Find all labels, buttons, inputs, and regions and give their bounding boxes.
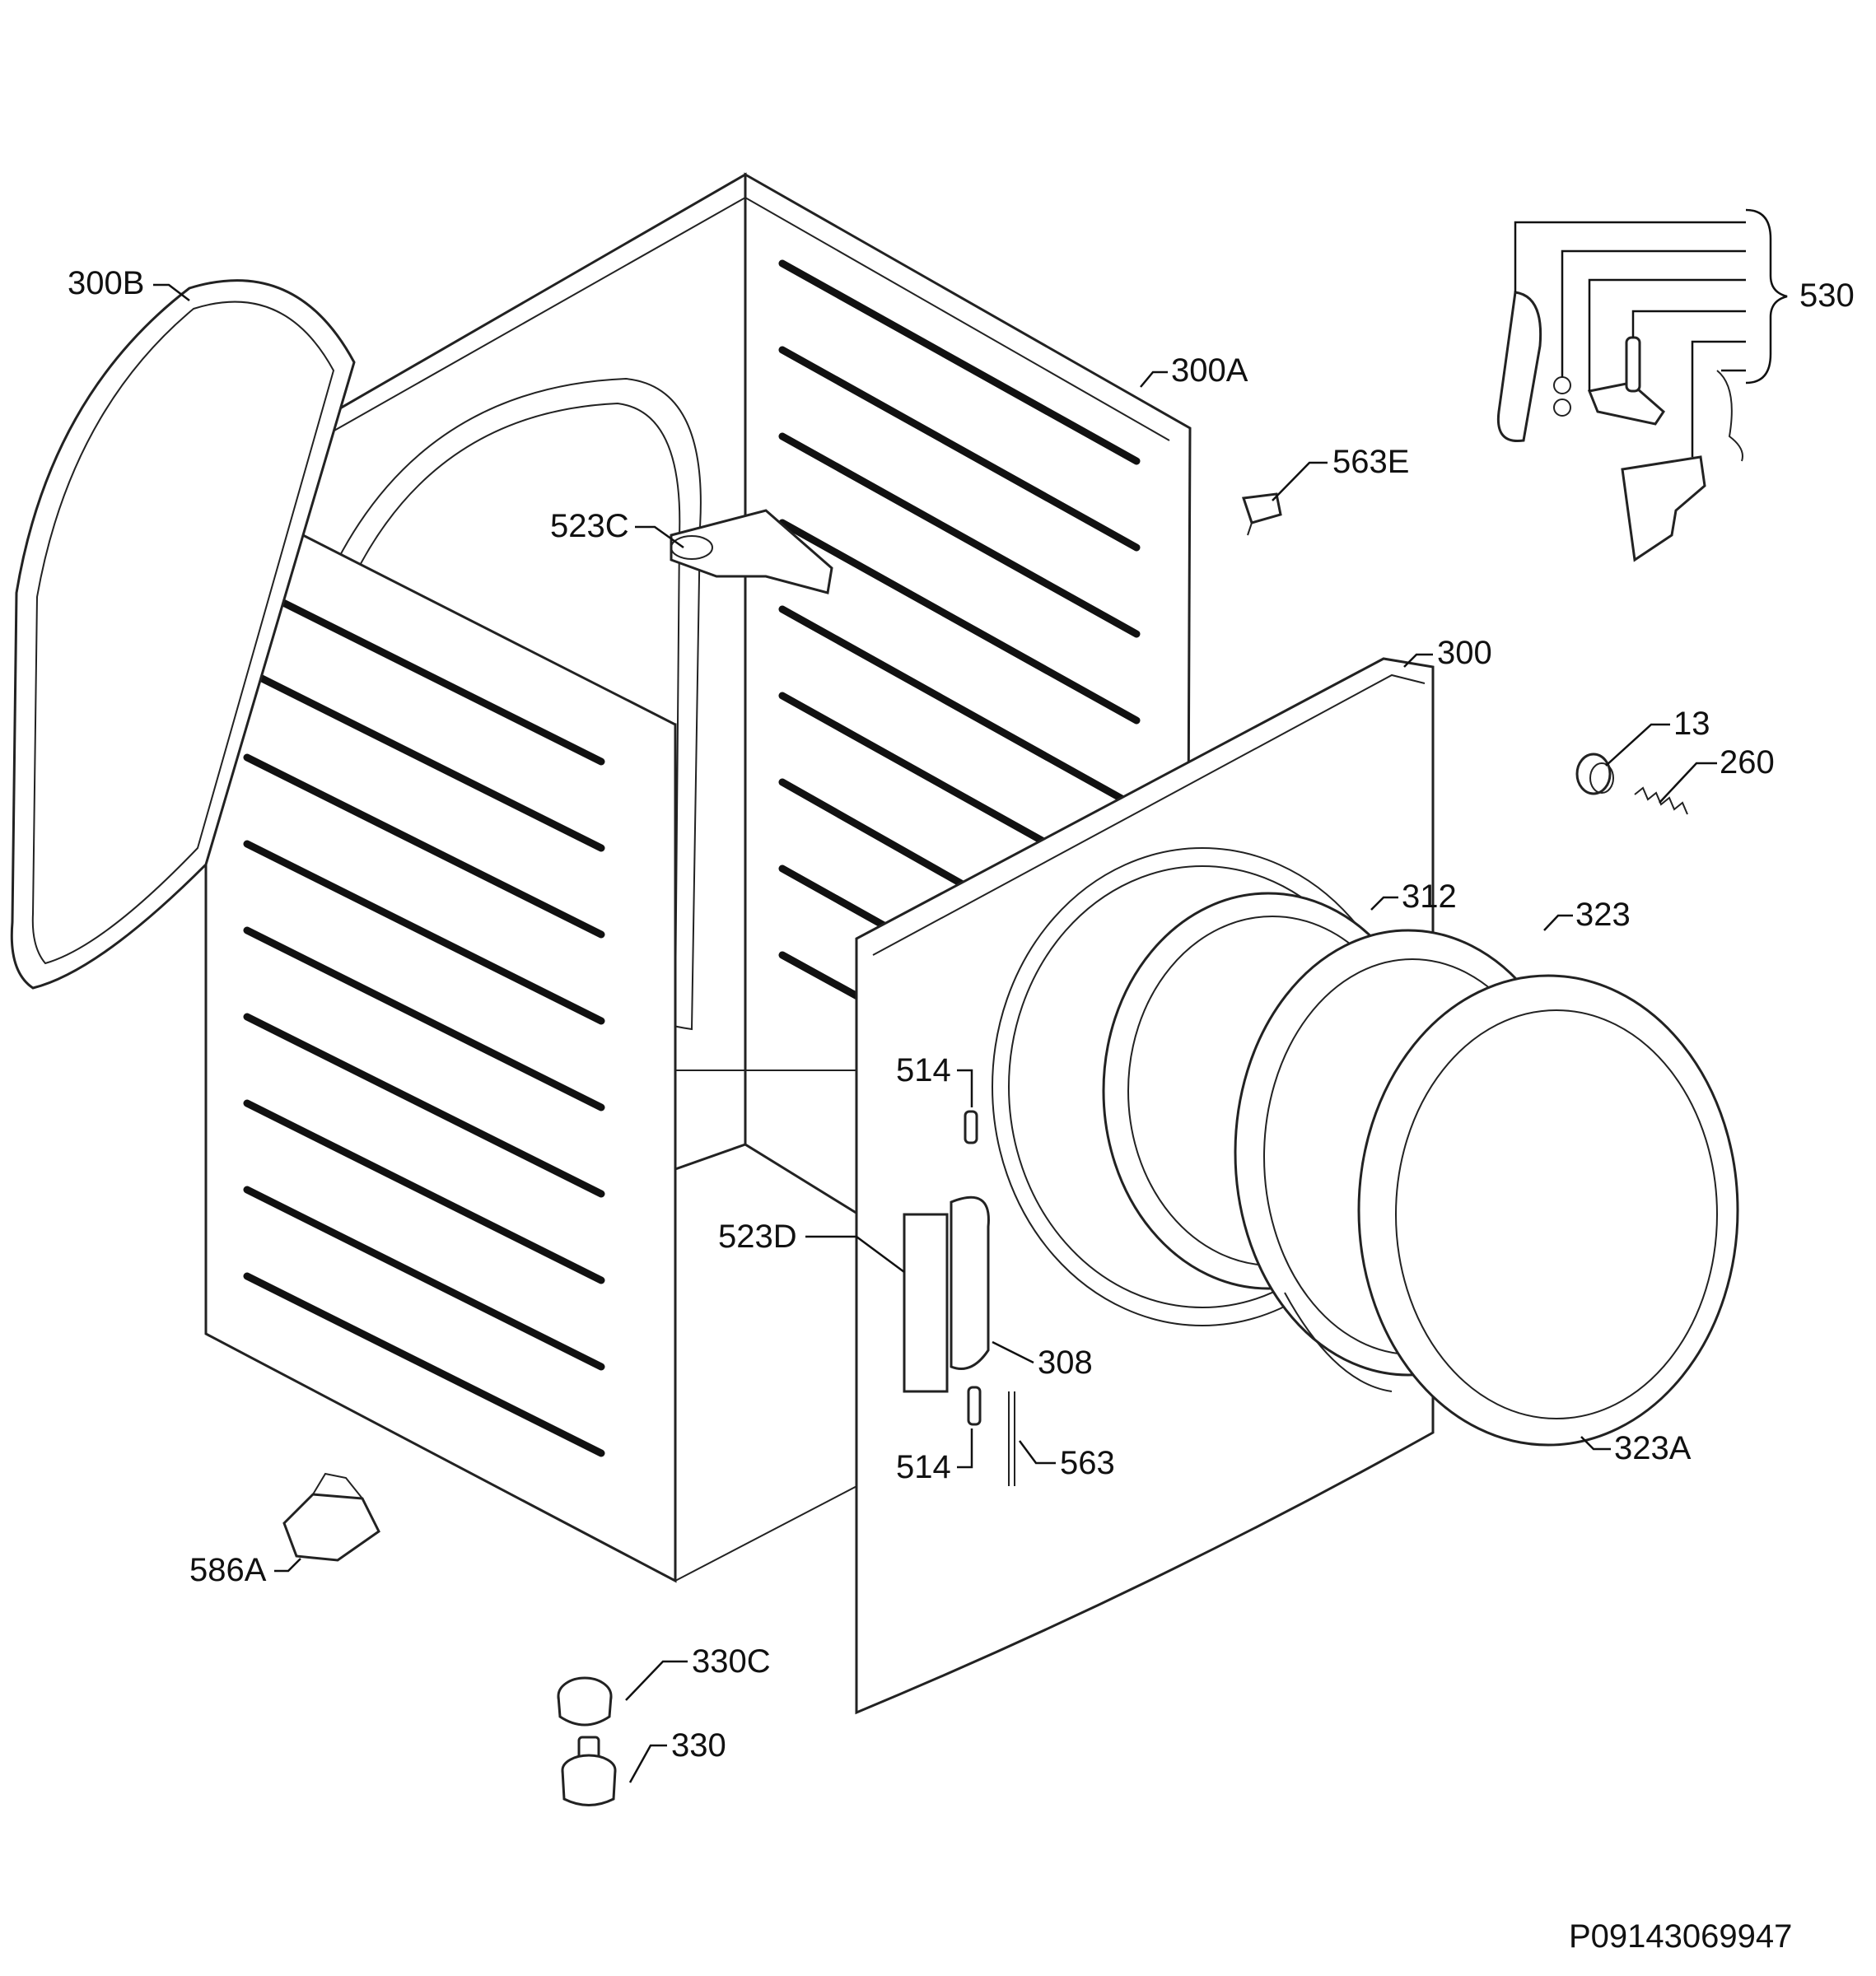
label-323: 323 (1575, 897, 1631, 933)
label-13: 13 (1673, 706, 1710, 742)
label-300A: 300A (1171, 352, 1248, 389)
label-312: 312 (1402, 878, 1457, 915)
sensor-563E (1241, 492, 1282, 536)
fitting-330 (561, 1736, 617, 1806)
clip-586A (282, 1472, 380, 1562)
pin-514-top (964, 1110, 978, 1144)
rod-563 (1008, 1391, 1015, 1486)
cap-13 (1575, 753, 1614, 795)
part-labels: 300B 300A 563E 523C 530 300 13 260 312 3… (68, 265, 1855, 1764)
label-260: 260 (1720, 744, 1775, 781)
pin-514-bottom (967, 1386, 982, 1426)
label-586A: 586A (189, 1552, 267, 1588)
spring-260 (1634, 786, 1688, 815)
left-panel-slots (243, 580, 605, 1457)
leader-lines (153, 208, 1788, 1783)
label-523D: 523D (718, 1219, 797, 1255)
label-514-top: 514 (896, 1052, 951, 1088)
label-323A: 323A (1614, 1430, 1692, 1466)
bracket-523C (670, 509, 833, 594)
label-563E: 563E (1332, 444, 1409, 480)
label-514-bottom: 514 (896, 1449, 951, 1485)
label-308: 308 (1038, 1345, 1093, 1381)
label-330C: 330C (692, 1643, 771, 1680)
label-330: 330 (671, 1727, 726, 1764)
hinge-523D (903, 1195, 990, 1393)
drawing-code: P09143069947 (1569, 1918, 1792, 1955)
door-outer-ring-323A (1357, 974, 1739, 1447)
label-300B: 300B (68, 265, 144, 301)
label-523C: 523C (550, 508, 629, 544)
label-530: 530 (1799, 277, 1855, 314)
label-563: 563 (1060, 1445, 1115, 1481)
lock-parts-530 (1496, 291, 1743, 562)
label-300: 300 (1437, 635, 1492, 671)
nut-330C (557, 1676, 613, 1727)
rear-frame-300B (10, 279, 356, 990)
